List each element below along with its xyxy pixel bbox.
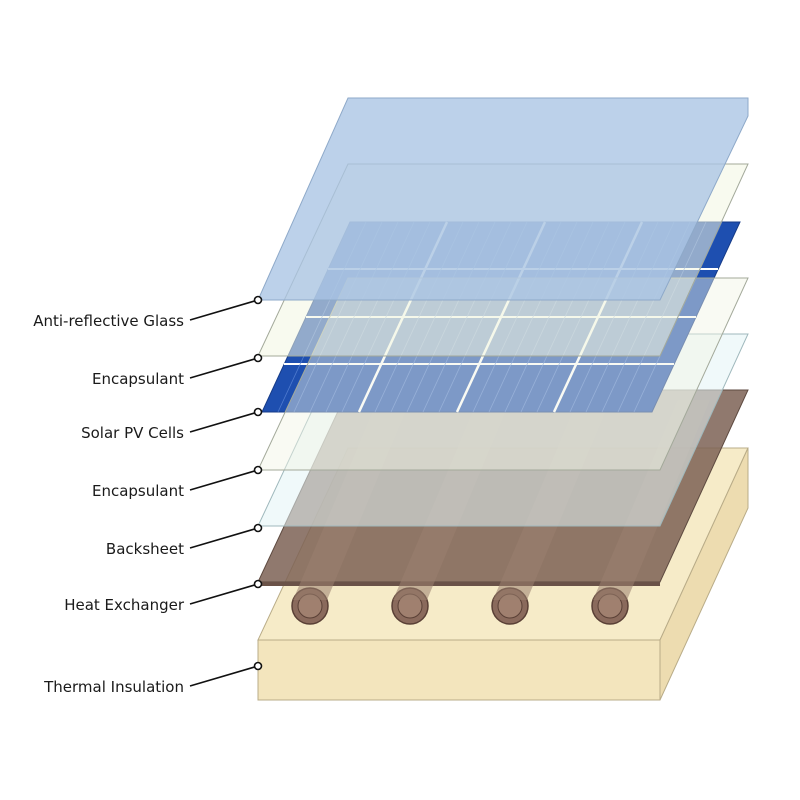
- label-backsheet: Backsheet: [106, 540, 184, 558]
- leader-backsheet: [189, 523, 263, 549]
- leader-thermal-insulation: [189, 661, 263, 687]
- label-encapsulant-1: Encapsulant: [92, 370, 184, 388]
- label-anti-reflective-glass: Anti-reflective Glass: [33, 312, 184, 330]
- label-thermal-insulation: Thermal Insulation: [43, 678, 184, 696]
- leader-heat-exchanger: [189, 579, 263, 605]
- leader-encapsulant-2: [189, 465, 263, 491]
- leader-anti-reflective-glass: [189, 295, 263, 321]
- anti-reflective-glass-layer: [257, 97, 749, 301]
- label-encapsulant-2: Encapsulant: [92, 482, 184, 500]
- leader-encapsulant-1: [189, 353, 263, 379]
- insulation-front-face: [257, 639, 661, 701]
- leader-solar-pv-cells: [189, 407, 263, 433]
- label-solar-pv-cells: Solar PV Cells: [81, 424, 184, 442]
- insulation-side-face: [659, 447, 749, 701]
- label-heat-exchanger: Heat Exchanger: [64, 596, 185, 614]
